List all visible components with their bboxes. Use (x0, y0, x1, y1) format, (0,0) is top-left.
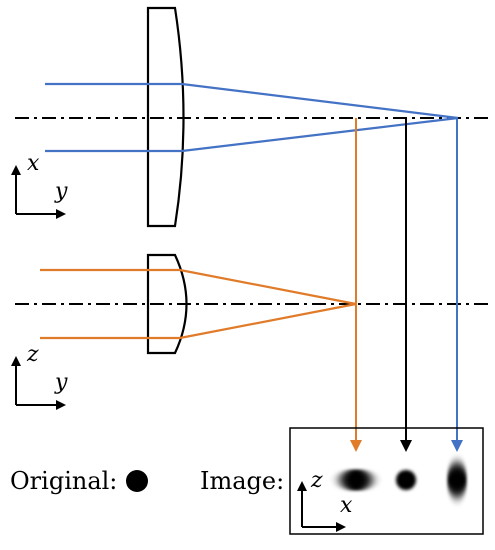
arrowhead-black (400, 440, 412, 452)
image-spot-vertical-blur (447, 463, 467, 497)
top-rays (45, 82, 459, 153)
top-panel: x y (11, 6, 490, 228)
bottom-cylindrical-lens (146, 253, 188, 355)
image-box: z x (289, 427, 484, 535)
image-spot-focused (396, 470, 416, 490)
arrowhead-orange (350, 440, 362, 452)
bottom-panel: z y (11, 253, 490, 410)
projection-lines (350, 118, 463, 452)
bottom-ray-lower (40, 302, 357, 340)
top-ray-upper (45, 82, 459, 120)
top-cylindrical-lens (146, 6, 185, 228)
original-label: Original: (10, 467, 117, 495)
bottom-ray-upper (40, 268, 357, 306)
arrowhead-blue (451, 440, 463, 452)
image-spot-horizontal-blur (340, 469, 372, 491)
image-box-frame (289, 427, 484, 535)
bottom-axis-indicator: z y (11, 342, 68, 410)
bottom-axis-y-label: y (54, 370, 68, 395)
image-box-axis-z-label: z (310, 468, 323, 493)
image-box-axis-indicator: z x (297, 468, 353, 532)
bottom-axis-z-label: z (26, 342, 39, 367)
top-axis-indicator: x y (11, 151, 68, 219)
top-axis-x-label: x (27, 151, 40, 176)
bottom-rays (40, 268, 357, 340)
top-axis-y-label: y (54, 179, 68, 204)
original-spot (126, 470, 148, 492)
top-ray-lower (45, 116, 459, 153)
image-label: Image: (200, 467, 284, 495)
image-box-axis-x-label: x (340, 493, 353, 518)
